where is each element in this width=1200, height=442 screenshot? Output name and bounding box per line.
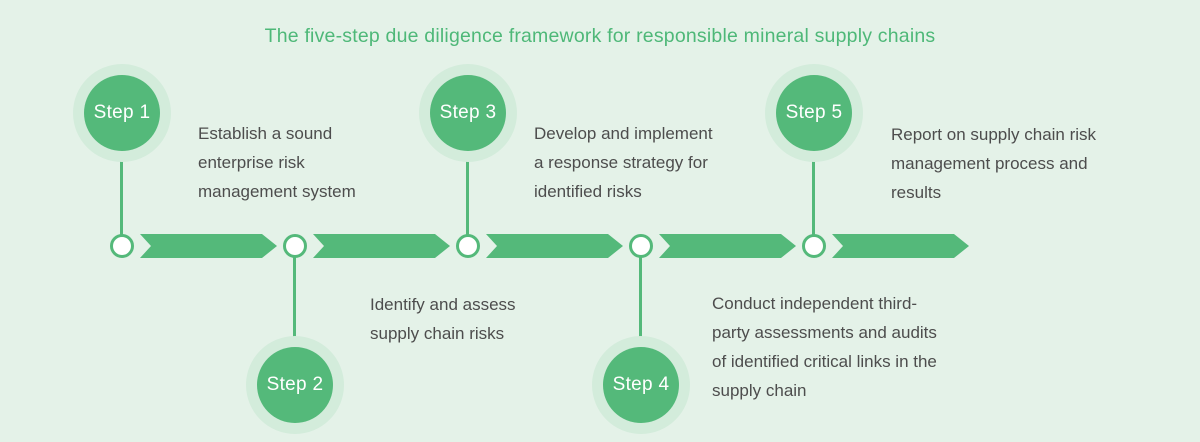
step-label: Step 4 [612, 374, 670, 395]
step-description: Develop and implement a response strateg… [534, 124, 713, 201]
step-connector [466, 151, 469, 236]
step-badge: Step 4 [603, 347, 679, 423]
timeline-node [802, 234, 826, 258]
timeline-arrow [140, 234, 277, 258]
step-badge: Step 5 [776, 75, 852, 151]
step-label: Step 2 [266, 374, 324, 395]
step-description: Identify and assess supply chain risks [370, 295, 516, 343]
timeline-node [110, 234, 134, 258]
step-label: Step 5 [785, 102, 843, 123]
step-connector [812, 151, 815, 236]
step-badge: Step 3 [430, 75, 506, 151]
step-connector [639, 256, 642, 348]
timeline-arrow [313, 234, 450, 258]
timeline-node [283, 234, 307, 258]
step-badge: Step 1 [84, 75, 160, 151]
timeline-arrow [832, 234, 969, 258]
step-description: Conduct independent third- party assessm… [712, 294, 937, 400]
step-connector [293, 256, 296, 348]
step-label: Step 1 [93, 102, 151, 123]
timeline-node [629, 234, 653, 258]
timeline-arrow [659, 234, 796, 258]
step-label: Step 3 [439, 102, 497, 123]
step-description: Report on supply chain risk management p… [891, 125, 1097, 202]
step-badge: Step 2 [257, 347, 333, 423]
timeline-arrow [486, 234, 623, 258]
diagram-title: The five-step due diligence framework fo… [264, 25, 936, 47]
timeline-node [456, 234, 480, 258]
step-connector [120, 151, 123, 236]
step-description: Establish a sound enterprise risk manage… [198, 124, 356, 201]
